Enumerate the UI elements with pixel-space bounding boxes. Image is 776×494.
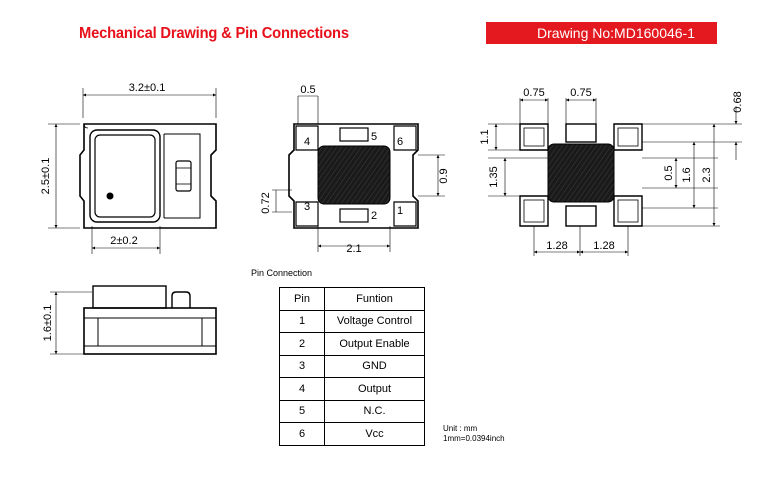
bottom-pin-4: 4 — [304, 136, 310, 148]
pin-number: 5 — [279, 399, 325, 423]
top-view — [48, 88, 217, 254]
drawing-number-badge: Drawing No:MD160046-1 — [486, 22, 717, 44]
bottom-pin-6: 6 — [397, 136, 403, 148]
land-dim-right-b: 1.6 — [681, 167, 693, 182]
land-dim-bottom-b: 1.28 — [593, 240, 614, 252]
unit-note: Unit : mm 1mm=0.0394inch — [443, 424, 505, 444]
pin-table: Pin Funtion 1 Voltage Control 2 Output E… — [279, 287, 425, 446]
side-view — [50, 285, 217, 355]
land-dim-top-b: 0.75 — [570, 87, 591, 99]
table-row: 3 GND — [279, 354, 425, 378]
bottom-pin-1: 1 — [397, 205, 403, 217]
pin-function: N.C. — [324, 399, 425, 423]
column-header-pin: Pin — [279, 287, 325, 311]
pin-function: Voltage Control — [324, 309, 425, 333]
land-dim-right-a: 0.5 — [663, 165, 675, 180]
bottom-dim-right: 0.9 — [438, 168, 450, 183]
side-height-dim: 1.6±0.1 — [42, 305, 54, 342]
pin-table-caption: Pin Connection — [251, 268, 313, 278]
unit-line: Unit : mm — [443, 424, 478, 433]
table-row: 4 Output — [279, 377, 425, 401]
land-dim-far-right: 0.68 — [732, 91, 744, 112]
bottom-dim-bottom: 2.1 — [346, 243, 361, 255]
pin-number: 6 — [279, 422, 325, 446]
page-title: Mechanical Drawing & Pin Connections — [79, 25, 349, 42]
drawing-number: Drawing No:MD160046-1 — [537, 25, 695, 41]
bottom-dim-left: 0.72 — [260, 192, 272, 213]
land-dim-top-a: 0.75 — [523, 87, 544, 99]
pin-function: Output Enable — [324, 332, 425, 356]
table-row: 2 Output Enable — [279, 332, 425, 356]
column-header-function: Funtion — [324, 287, 425, 311]
bottom-pin-3: 3 — [304, 201, 310, 213]
bottom-view — [272, 95, 445, 252]
pin-number: 3 — [279, 354, 325, 378]
pin-number: 2 — [279, 332, 325, 356]
pin-function: Output — [324, 377, 425, 401]
land-dim-left-a: 1.1 — [479, 129, 491, 144]
table-header-row: Pin Funtion — [279, 287, 425, 311]
unit-conversion: 1mm=0.0394inch — [443, 434, 505, 443]
pin-function: Vcc — [324, 422, 425, 446]
bottom-pin-5: 5 — [371, 131, 377, 143]
pin-number: 1 — [279, 309, 325, 333]
table-row: 6 Vcc — [279, 422, 425, 446]
land-dim-left-b: 1.35 — [488, 166, 500, 187]
table-row: 1 Voltage Control — [279, 309, 425, 333]
pin-function: GND — [324, 354, 425, 378]
land-dim-bottom-a: 1.28 — [546, 240, 567, 252]
land-dim-right-c: 2.3 — [701, 167, 713, 182]
top-bottom-dim: 2±0.2 — [110, 235, 137, 247]
top-height-dim: 2.5±0.1 — [40, 158, 52, 195]
pin-number: 4 — [279, 377, 325, 401]
land-pattern — [488, 98, 742, 256]
top-width-dim: 3.2±0.1 — [129, 82, 166, 94]
table-row: 5 N.C. — [279, 399, 425, 423]
bottom-dim-top: 0.5 — [300, 84, 315, 96]
bottom-pin-2: 2 — [371, 210, 377, 222]
